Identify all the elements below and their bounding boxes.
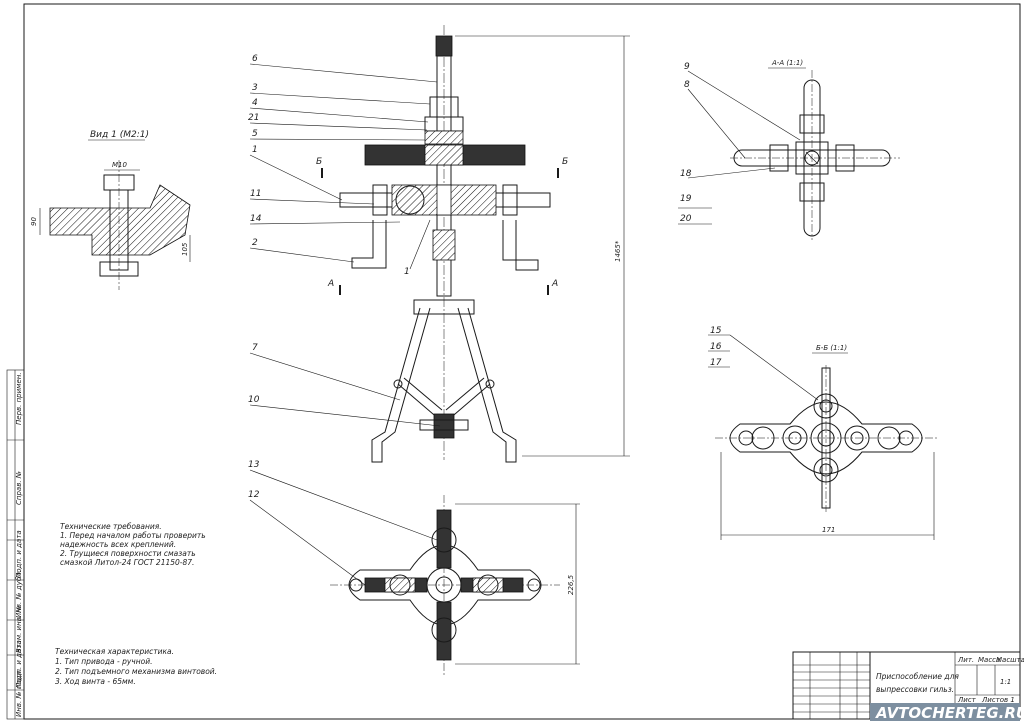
pos-label: 2 — [252, 238, 258, 248]
tech-req-title: Технические требования. — [60, 522, 162, 531]
pos-label: 8 — [684, 80, 690, 90]
strip-label: Перв. примен. — [15, 372, 23, 425]
lit-header: Лит. — [957, 656, 974, 664]
cut-label-b-right: Б — [562, 157, 568, 167]
tech-spec-line: 1. Тип привода - ручной. — [55, 657, 152, 666]
pos-label: 10 — [248, 395, 260, 405]
tech-requirements: Технические требования. 1. Перед началом… — [60, 522, 206, 567]
pos-label: 6 — [252, 54, 258, 64]
tech-spec-line: 3. Ход винта - 65мм. — [55, 677, 136, 686]
pos-label: 19 — [680, 194, 692, 204]
pos-label: 18 — [680, 169, 692, 179]
pos-label: 20 — [680, 214, 692, 224]
tech-req-line: 2. Трущиеся поверхности смазать — [60, 549, 196, 558]
cut-label-a-right: А — [551, 279, 558, 289]
pos-label: 5 — [252, 129, 258, 139]
tech-spec-line: 2. Тип подъемного механизма винтовой. — [55, 667, 217, 676]
watermark: AVTOCHERTEG.RU — [870, 703, 1024, 722]
strip-label: Справ. № — [15, 471, 23, 505]
strip-label: Инв. № дубл. — [15, 570, 23, 618]
sheet-frame — [23, 3, 1021, 720]
mass-header: Масса — [978, 656, 1000, 664]
dim-width: 171 — [822, 526, 835, 534]
pos-label: 1 — [404, 267, 410, 277]
scale-header: Масштаб — [996, 656, 1024, 664]
pos-label: 17 — [710, 358, 722, 368]
strip-label: Взам. инв. № — [15, 605, 23, 653]
pos-label: 11 — [250, 189, 261, 199]
scale-value: 1:1 — [1000, 678, 1011, 686]
pos-label: 21 — [248, 113, 259, 123]
pos-label: 16 — [710, 342, 722, 352]
tech-spec-title: Техническая характеристика. — [55, 647, 174, 656]
pos-label: 1 — [252, 145, 258, 155]
watermark-text: AVTOCHERTEG.RU — [875, 704, 1024, 722]
drawing-name-line1: Приспособление для — [876, 672, 959, 681]
pos-label: 4 — [252, 98, 258, 108]
drawing-name-line2: выпрессовки гильз. — [876, 685, 954, 694]
pos-label: 13 — [248, 460, 260, 470]
main-view: Б Б А А 1465* 6 3 4 21 5 1 11 14 2 1 — [248, 25, 630, 463]
sheet-label: Лист — [957, 696, 977, 704]
plan-view: 226,5 13 12 — [248, 460, 580, 675]
detail-view-title: Вид 1 (М2:1) — [90, 130, 149, 140]
pos-label: 12 — [248, 490, 260, 500]
strip-label: Подп. и дата — [15, 530, 23, 578]
pos-label: 3 — [252, 83, 258, 93]
side-strip: Перв. примен. Справ. № Подп. и дата Инв.… — [6, 369, 25, 720]
sheets-label: Листов 1 — [981, 696, 1015, 704]
dim-height: 1465* — [614, 240, 622, 262]
detail-view: Вид 1 (М2:1) М10 90 105 — [30, 130, 191, 290]
section-aa-title: А-А (1:1) — [771, 59, 803, 67]
dim-105: 105 — [181, 242, 189, 256]
tech-req-line: смазкой Литол-24 ГОСТ 21150-87. — [60, 558, 194, 567]
tech-req-line: надежность всех креплений. — [60, 540, 176, 549]
pos-label: 14 — [250, 214, 262, 224]
section-aa: А-А (1:1) 9 8 18 19 20 — [678, 59, 900, 240]
tech-req-line: 1. Перед началом работы проверить — [60, 531, 206, 540]
strip-label: Инв. № подл. — [15, 669, 23, 717]
strip-label: Подп. и дата — [15, 640, 23, 688]
dim-bottom: 226,5 — [567, 574, 575, 595]
section-bb-title: Б-Б (1:1) — [816, 344, 847, 352]
thread-label: М10 — [112, 161, 127, 169]
pos-label: 9 — [684, 62, 690, 72]
pos-label: 15 — [710, 326, 722, 336]
cut-label-b-left: Б — [316, 157, 322, 167]
section-bb: Б-Б (1:1) 171 15 16 17 — [708, 326, 938, 540]
pos-label: 7 — [252, 343, 258, 353]
tech-specs: Техническая характеристика. 1. Тип приво… — [55, 647, 217, 686]
cut-label-a-left: А — [327, 279, 334, 289]
title-block: Приспособление для выпрессовки гильз. Ли… — [792, 651, 1024, 720]
dim-90: 90 — [30, 217, 38, 226]
